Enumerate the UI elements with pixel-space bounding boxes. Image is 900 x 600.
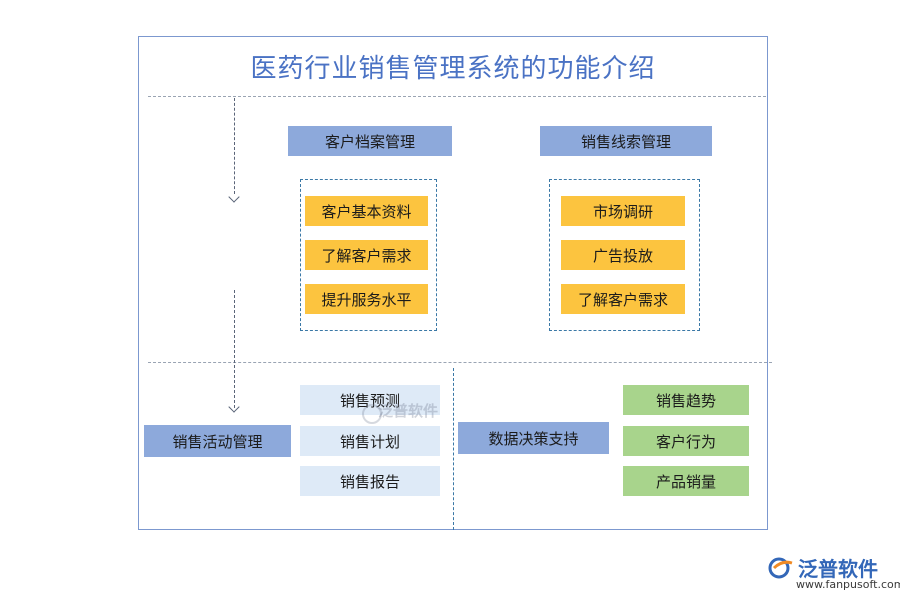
brand-name: 泛普软件: [798, 557, 878, 581]
sales-leads-item: 广告投放: [561, 240, 685, 270]
decision-support-item: 产品销量: [623, 466, 749, 496]
flow-connector-upper: [234, 98, 235, 194]
customer-archive-item: 客户基本资料: [305, 196, 428, 226]
customer-archive-group: [300, 179, 437, 331]
bottom-vertical-divider: [453, 368, 454, 530]
decision-support-item: 客户行为: [623, 426, 749, 456]
middle-divider: [148, 362, 772, 363]
sales-leads-item: 市场调研: [561, 196, 685, 226]
sales-leads-header: 销售线索管理: [540, 126, 712, 156]
customer-archive-item: 了解客户需求: [305, 240, 428, 270]
diagram-title: 医药行业销售管理系统的功能介绍: [250, 54, 656, 84]
customer-archive-header: 客户档案管理: [288, 126, 452, 156]
watermark-logo-icon: [362, 404, 382, 424]
decision-support-header: 数据决策支持: [458, 422, 609, 454]
sales-activity-item: 销售计划: [300, 426, 440, 456]
top-divider: [148, 96, 766, 97]
sales-leads-item: 了解客户需求: [561, 284, 685, 314]
decision-support-item: 销售趋势: [623, 385, 749, 415]
brand-url: www.fanpusoft.com: [796, 578, 900, 591]
flow-connector-lower: [234, 290, 235, 408]
fanpu-logo-icon: [768, 557, 793, 578]
customer-archive-item: 提升服务水平: [305, 284, 428, 314]
sales-activity-item: 销售报告: [300, 466, 440, 496]
watermark: 泛普软件: [378, 402, 439, 420]
brand-logo: 泛普软件: [768, 553, 878, 582]
sales-leads-group: [549, 179, 700, 331]
sales-activity-header: 销售活动管理: [144, 425, 291, 457]
